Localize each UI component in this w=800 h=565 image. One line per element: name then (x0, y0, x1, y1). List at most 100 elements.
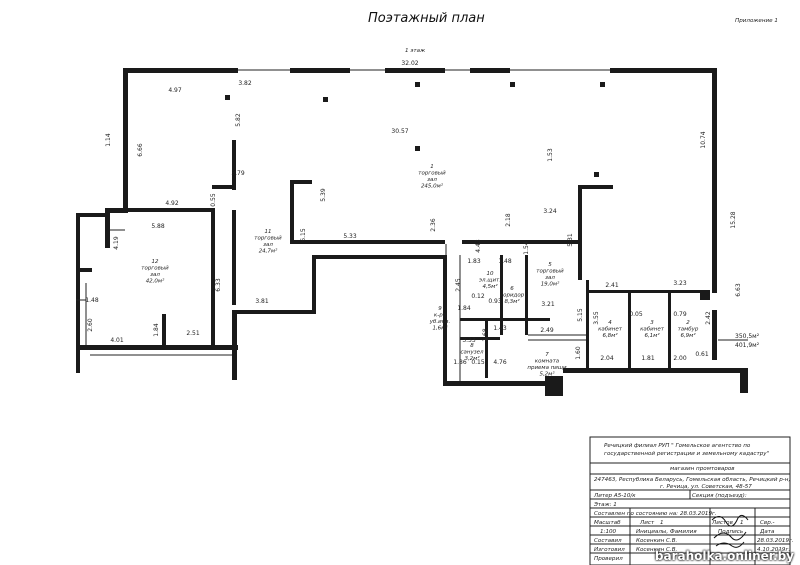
room-10-label: 4,5м² (482, 283, 498, 290)
plan-title: Поэтажный план (368, 11, 485, 26)
total-area-b: 401,9м² (735, 342, 760, 349)
dimension-label: 4.19 (113, 236, 120, 250)
dimension-label: 0.15 (471, 359, 485, 366)
stamp-date-header: Дата (759, 529, 775, 535)
dimension-label: 5.88 (151, 223, 165, 230)
stamp-floor: Этаж: 1 (593, 502, 617, 508)
room-10-label: эл.щит. (479, 278, 501, 284)
room-1-label: 1 (430, 164, 434, 170)
dimension-label: 5.15 (577, 308, 584, 322)
room-5-label: 5 (548, 262, 552, 268)
stamp-org-line1: Речицкий филиал РУП " Гомельское агентст… (604, 443, 751, 449)
dimension-label: 0.93 (488, 298, 502, 305)
stamp-address-line2: г. Речица, ул. Советская, 48-57 (660, 484, 752, 490)
dimension-label: 15.28 (730, 211, 737, 228)
stamp-row1-date: 28.03.2019г. (757, 538, 794, 544)
dimension-label: 10.74 (700, 131, 707, 148)
stamp-sign-header: Подпись (718, 529, 743, 535)
dimension-label: 1.84 (153, 323, 160, 337)
room-7-label: 7 (545, 352, 549, 358)
dimension-label: 1.86 (453, 359, 467, 366)
dimension-label: 0.61 (695, 351, 709, 358)
stamp-state-label: Составлен по состоянию на: (594, 511, 678, 517)
dimension-labels: 32.024.973.821.146.665.8230.571.5310.741… (85, 60, 742, 366)
stamp-liter: Литер А5-10/к (593, 493, 636, 499)
stamp-sheets-header: Листов (711, 520, 733, 526)
stamp-object: магазин промтоваров (670, 466, 735, 472)
room-6-label: 8,3м² (504, 298, 520, 305)
dimension-label: 5.82 (235, 113, 242, 127)
dimension-label: 4.97 (168, 87, 182, 94)
room-12-label: 12 (152, 259, 159, 265)
stamp-row3-role: Проверил (594, 556, 623, 562)
dimension-label: 2.51 (186, 330, 200, 337)
room-1-label: 245,0м² (421, 183, 444, 190)
room-11-label: зал (263, 242, 273, 248)
dimension-label: 3.79 (231, 170, 245, 177)
room-12-label: 42,0м² (146, 278, 165, 285)
room-1-label: зал (427, 177, 437, 183)
stamp-row2-date: 4.10.2019г. (757, 547, 790, 553)
dimension-label: 6.66 (137, 143, 144, 157)
room-labels: 1торговыйзал245,0м²11торговыйзал24,7м²12… (141, 164, 699, 378)
dimension-label: 4.43 (475, 239, 482, 253)
appendix-label: Приложение 1 (735, 18, 778, 24)
dimension-label: 6.33 (215, 278, 222, 292)
total-area-a: 350,5м² (735, 333, 760, 340)
dimension-label: 1.14 (105, 133, 112, 147)
dimension-label: 3.81 (255, 298, 269, 305)
dimension-label: 6.15 (300, 228, 307, 242)
dimension-label: 0.05 (629, 311, 643, 318)
stamp-row2-role: Изготовил (594, 547, 625, 553)
room-4-label: 4 (608, 320, 612, 326)
dimension-label: 4.01 (110, 337, 124, 344)
room-3-label: 3 (650, 320, 654, 326)
dimension-label: 1.68 (482, 328, 489, 342)
room-12-label: зал (150, 272, 160, 278)
room-7-label: приема пищи (527, 365, 567, 371)
dimension-label: 1.48 (85, 297, 99, 304)
stamp-sheets-value: 1 (740, 520, 744, 526)
room-9-label: к-ра (434, 313, 447, 319)
signature-mark (711, 514, 749, 548)
room-8-label: 8 (470, 343, 474, 349)
room-11-label: 11 (265, 229, 272, 235)
room-3-label: 6,1м² (644, 332, 660, 339)
room-5-label: зал (545, 275, 555, 281)
dimension-label: 2.49 (540, 327, 554, 334)
room-8-label: санузел (460, 350, 484, 356)
stamp-scale-header: Масштаб (594, 520, 621, 526)
thin-lines (76, 229, 748, 381)
stamp-address-line1: 247463, Республика Беларусь, Гомельская … (594, 477, 790, 483)
room-7-label: 5,2м² (539, 371, 555, 378)
room-5-label: торговый (536, 269, 564, 275)
dimension-label: 1.81 (641, 355, 655, 362)
stamp-row2-name: Косенкин С.В. (636, 547, 678, 553)
room-11-label: 24,7м² (259, 248, 278, 255)
dimension-label: 1.43 (493, 325, 507, 332)
room-9-label: уб.инв. (429, 319, 451, 325)
dimension-label: 0.55 (210, 193, 217, 207)
stamp-sheet-header: Лист (639, 520, 655, 526)
dimension-label: 2.04 (600, 355, 614, 362)
dimension-label: 2.00 (673, 355, 687, 362)
stamp-sheet-value: 1 (660, 520, 664, 526)
room-12-label: торговый (141, 266, 169, 272)
dimension-label: 1.60 (575, 346, 582, 360)
dimension-label: 3.21 (541, 301, 555, 308)
room-9-label: 9 (438, 306, 442, 312)
room-5-label: 19,0м² (541, 281, 560, 288)
dimension-label: 2.36 (430, 218, 437, 232)
stamp-scale-value: 1:100 (600, 529, 617, 535)
dimension-label: 4.76 (493, 359, 507, 366)
watermark: baraholka.onliner.by (654, 549, 794, 563)
dimension-label: 0.79 (673, 311, 687, 318)
room-4-label: 6,8м² (602, 332, 618, 339)
walls (76, 68, 748, 396)
dimension-label: 1.84 (457, 305, 471, 312)
dimension-label: 3.23 (673, 280, 687, 287)
room-7-label: комната (535, 359, 560, 365)
room-2-label: 6,9м² (680, 332, 696, 339)
dimension-label: 3.24 (543, 208, 557, 215)
